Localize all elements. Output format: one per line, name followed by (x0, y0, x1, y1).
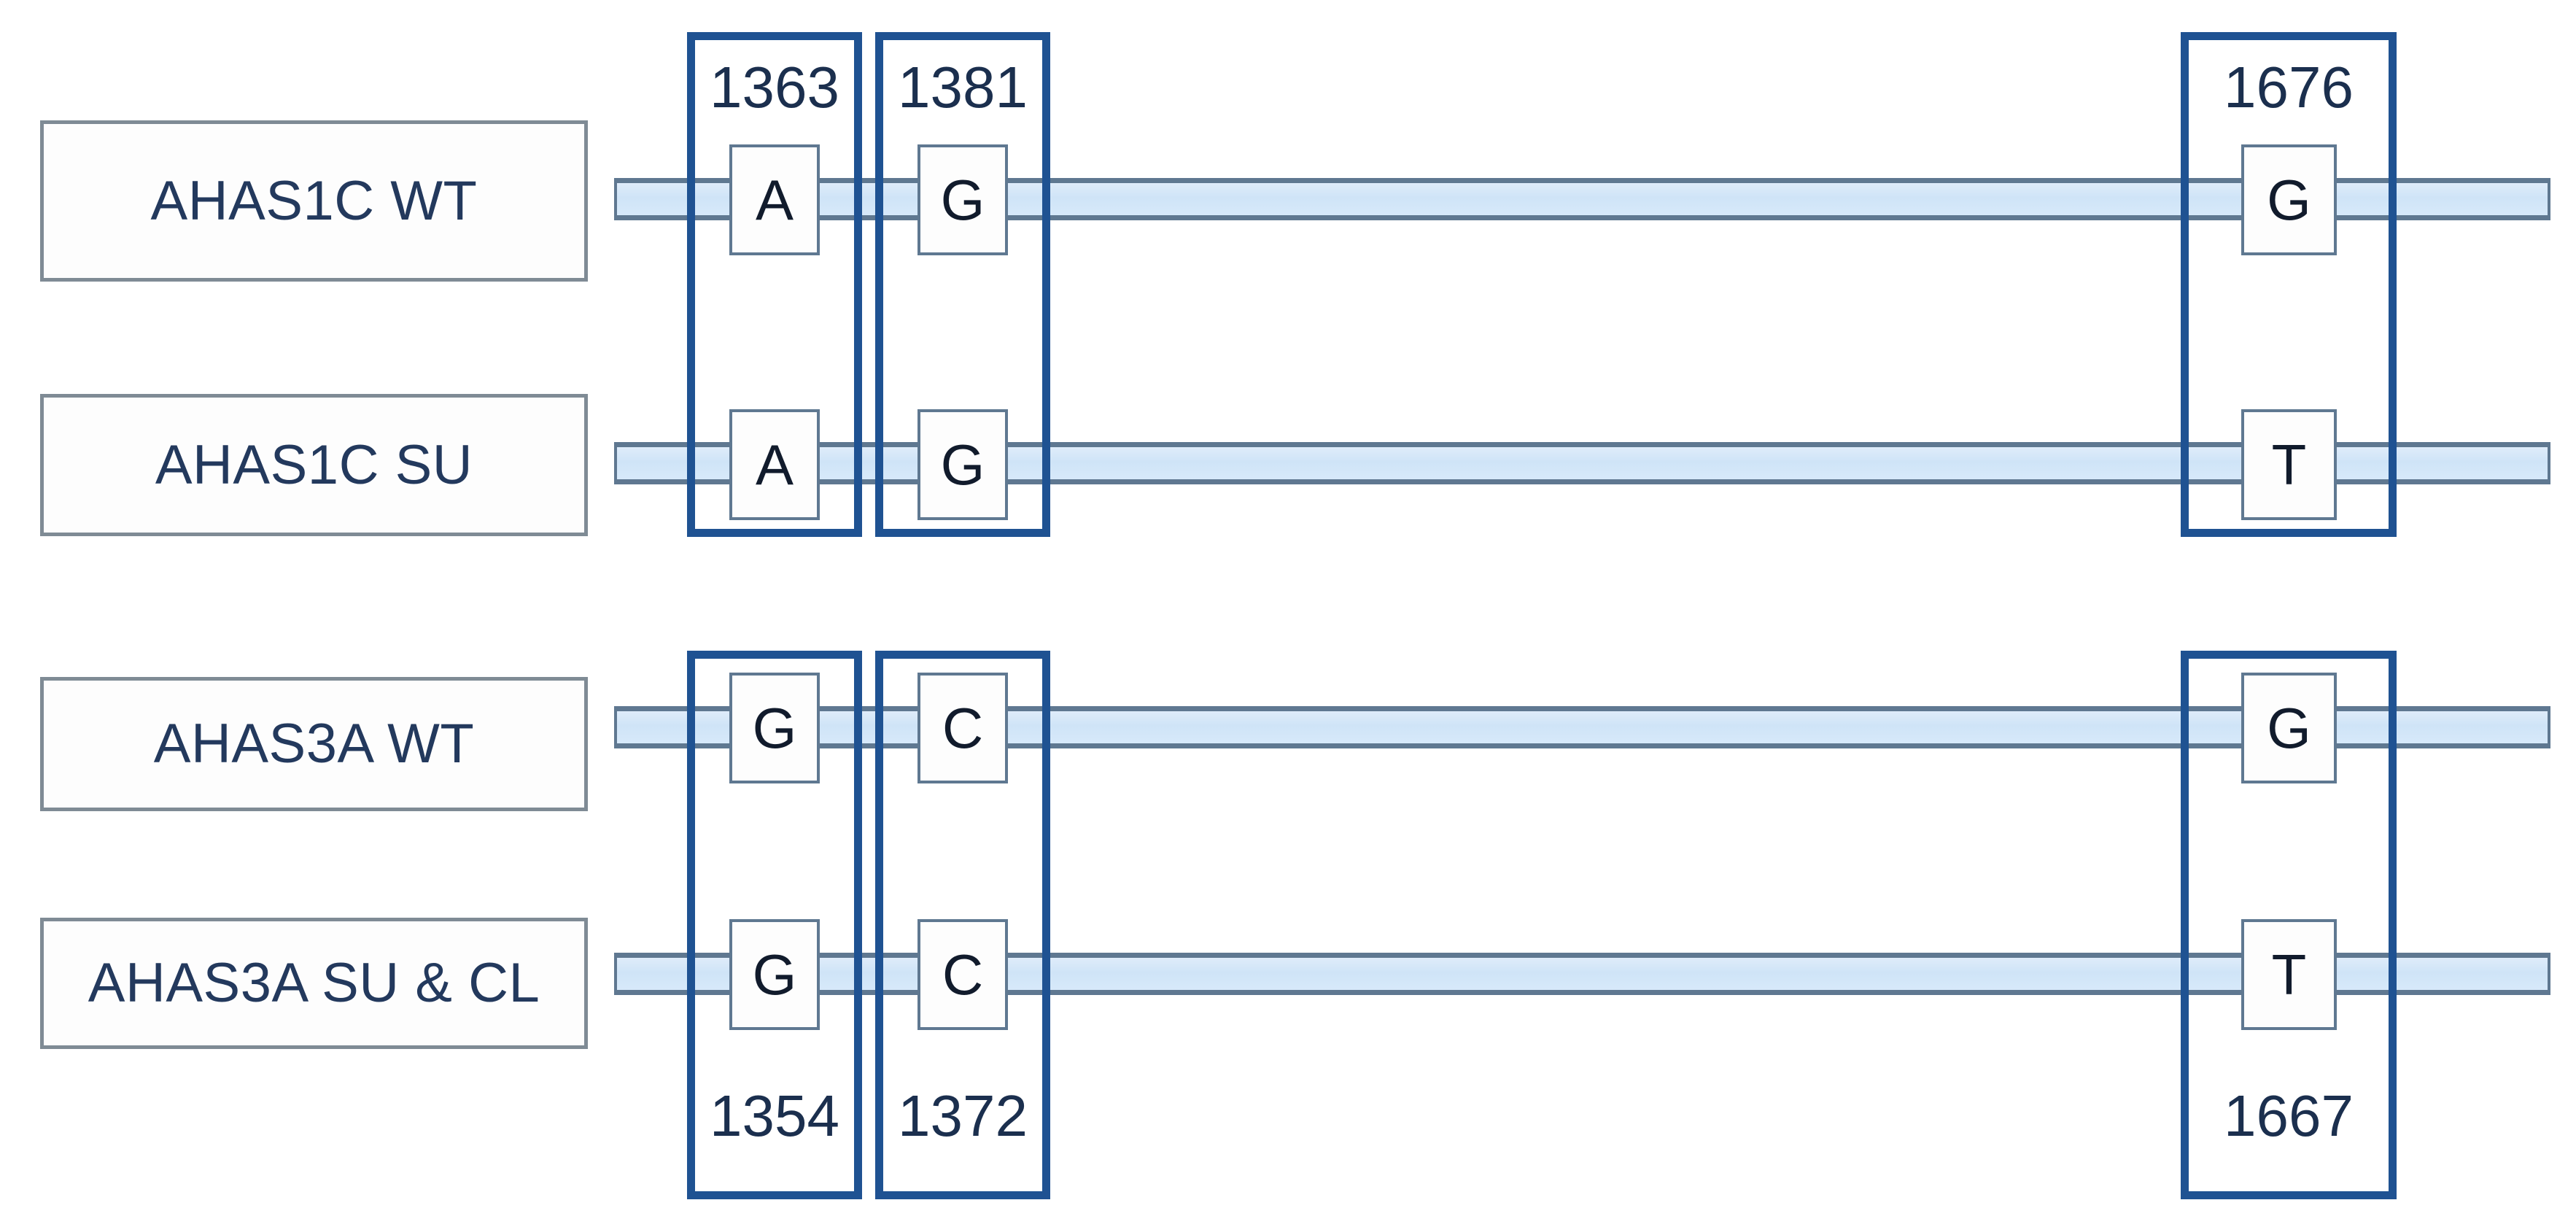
nucleotide-letter: T (2271, 433, 2307, 497)
gene-label-box-ahas1c-wt: AHAS1C WT (40, 120, 588, 282)
position-label-1667: 1667 (2224, 1083, 2354, 1148)
position-label-1372: 1372 (898, 1083, 1028, 1148)
nucleotide-letter: C (942, 696, 984, 760)
position-label-1354: 1354 (710, 1083, 839, 1148)
snp-highlight-1363[interactable] (687, 32, 862, 537)
gene-label-box-ahas3a-wt: AHAS3A WT (40, 677, 588, 811)
position-label-1381: 1381 (898, 55, 1028, 120)
position-label-1363: 1363 (710, 55, 839, 120)
snp-highlight-1381[interactable] (875, 32, 1050, 537)
snp-highlight-1372[interactable] (875, 651, 1050, 1199)
gene-label-box-ahas1c-su: AHAS1C SU (40, 394, 588, 536)
snp-highlight-1354[interactable] (687, 651, 862, 1199)
gene-label-box-ahas3a-su-cl: AHAS3A SU & CL (40, 918, 588, 1049)
nucleotide-box-ahas3a-wt-1667[interactable]: G (2241, 673, 2337, 783)
nucleotide-letter: A (755, 433, 794, 497)
nucleotide-box-ahas1c-wt-1381[interactable]: G (917, 144, 1008, 255)
nucleotide-box-ahas1c-wt-1676[interactable]: G (2241, 144, 2337, 255)
nucleotide-box-ahas1c-wt-1363[interactable]: A (729, 144, 820, 255)
nucleotide-box-ahas3a-su-cl-1354[interactable]: G (729, 919, 820, 1030)
snp-highlight-1667[interactable] (2181, 651, 2397, 1199)
nucleotide-letter: G (940, 168, 985, 232)
nucleotide-letter: G (2267, 168, 2311, 232)
gene-label-text: AHAS1C SU (155, 433, 473, 496)
nucleotide-letter: A (755, 168, 794, 232)
gene-label-text: AHAS3A WT (153, 713, 475, 775)
nucleotide-box-ahas1c-su-1363[interactable]: A (729, 409, 820, 520)
nucleotide-letter: G (752, 942, 797, 1007)
gene-label-text: AHAS1C WT (150, 169, 478, 232)
nucleotide-box-ahas3a-su-cl-1372[interactable]: C (917, 919, 1008, 1030)
nucleotide-box-ahas3a-su-cl-1667[interactable]: T (2241, 919, 2337, 1030)
nucleotide-letter: T (2271, 942, 2307, 1007)
position-label-1676: 1676 (2224, 55, 2354, 120)
nucleotide-letter: G (940, 433, 985, 497)
nucleotide-letter: C (942, 942, 984, 1007)
nucleotide-letter: G (752, 696, 797, 760)
nucleotide-box-ahas3a-wt-1354[interactable]: G (729, 673, 820, 783)
nucleotide-box-ahas3a-wt-1372[interactable]: C (917, 673, 1008, 783)
nucleotide-box-ahas1c-su-1676[interactable]: T (2241, 409, 2337, 520)
gene-label-text: AHAS3A SU & CL (88, 952, 540, 1014)
snp-highlight-1676[interactable] (2181, 32, 2397, 537)
nucleotide-letter: G (2267, 696, 2311, 760)
nucleotide-box-ahas1c-su-1381[interactable]: G (917, 409, 1008, 520)
